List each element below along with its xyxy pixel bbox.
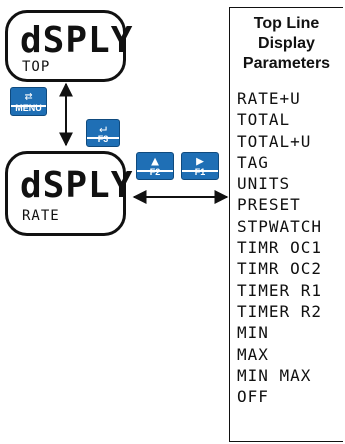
parameter-item[interactable]: PRESET bbox=[237, 195, 301, 215]
parameter-item[interactable]: MAX bbox=[237, 344, 269, 364]
cycle-arrows-icon: ⇄ bbox=[24, 89, 33, 104]
key-divider bbox=[87, 137, 119, 139]
menu-button[interactable]: ⇄ MENU bbox=[10, 87, 47, 116]
parameter-list: RATE+U TOTAL TOTAL+U TAG UNITS PRESET ST… bbox=[237, 88, 322, 407]
f1-button[interactable]: ▶ F1 bbox=[181, 152, 219, 180]
parameter-item[interactable]: MIN bbox=[237, 323, 269, 343]
lcd-display-top: dSPLY TOP bbox=[5, 10, 132, 82]
parameter-item[interactable]: STPWATCH bbox=[237, 216, 323, 236]
panel-title-line-1: Top Line bbox=[253, 15, 320, 32]
parameter-item[interactable]: TOTAL+U bbox=[237, 131, 312, 151]
parameter-item[interactable]: RATE+U bbox=[237, 89, 301, 108]
key-divider bbox=[137, 170, 173, 172]
f2-button[interactable]: ▲ F2 bbox=[136, 152, 174, 180]
menu-button-label: MENU bbox=[15, 103, 42, 113]
right-triangle-icon: ▶ bbox=[196, 154, 204, 169]
parameter-item[interactable]: TIMR OC1 bbox=[237, 238, 323, 258]
display-top-main-text: dSPLY bbox=[20, 20, 134, 61]
parameter-item[interactable]: OFF bbox=[237, 387, 269, 407]
lcd-display-rate: dSPLY RATE bbox=[5, 151, 132, 236]
parameter-item[interactable]: TOTAL bbox=[237, 110, 291, 130]
parameter-item[interactable]: TIMER R1 bbox=[237, 280, 323, 300]
parameter-item[interactable]: TIMR OC2 bbox=[237, 259, 323, 279]
enter-return-icon: ↵ bbox=[99, 121, 107, 136]
panel-title: Top Line Display Parameters bbox=[230, 14, 343, 74]
parameter-item[interactable]: UNITS bbox=[237, 174, 291, 194]
panel-title-line-3: Parameters bbox=[242, 55, 331, 72]
up-triangle-icon: ▲ bbox=[151, 154, 159, 169]
parameter-item[interactable]: TIMER R2 bbox=[237, 301, 323, 321]
top-line-parameters-panel: Top Line Display Parameters RATE+U TOTAL… bbox=[229, 7, 343, 442]
parameter-item[interactable]: TAG bbox=[237, 152, 269, 172]
f3-button[interactable]: ↵ F3 bbox=[86, 119, 120, 147]
key-divider bbox=[182, 170, 218, 172]
display-rate-sub-text: RATE bbox=[22, 208, 60, 224]
panel-title-line-2: Display bbox=[258, 35, 315, 52]
f3-button-label: F3 bbox=[97, 134, 109, 144]
key-divider bbox=[11, 105, 46, 107]
f2-button-label: F2 bbox=[149, 167, 161, 177]
parameter-item[interactable]: MIN MAX bbox=[237, 365, 312, 385]
f1-button-label: F1 bbox=[194, 167, 206, 177]
display-rate-main-text: dSPLY bbox=[20, 165, 134, 206]
display-top-sub-text: TOP bbox=[22, 59, 51, 75]
